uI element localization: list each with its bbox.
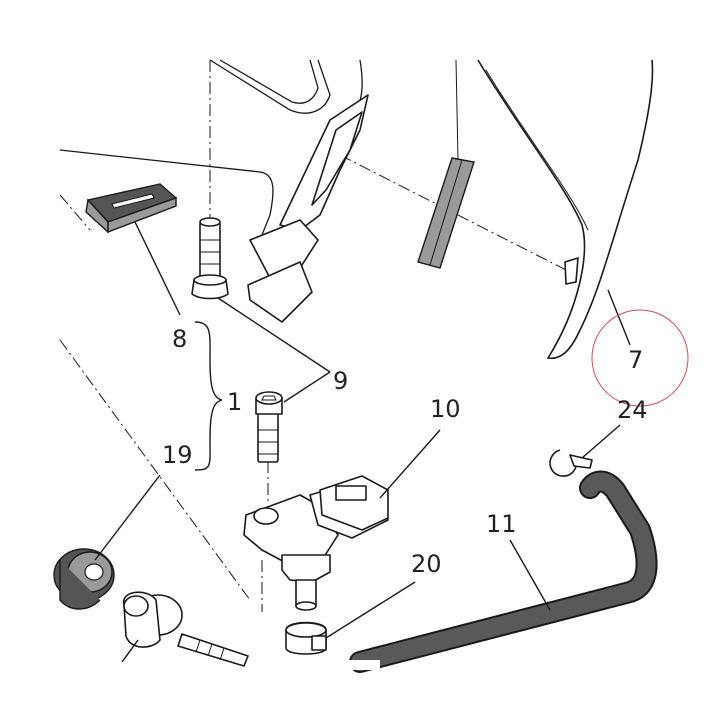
leader-11 [509,539,551,611]
callout-11: 11 [486,510,517,538]
axis-line-panel [339,154,571,273]
panel-clip [564,257,579,285]
axis-line-grommet [59,339,251,601]
grommet-hole [84,563,104,581]
leader-7 [607,289,631,346]
callout-8: 8 [172,325,187,353]
callout-9: 9 [333,367,348,395]
hose-body [351,472,656,671]
part-10-sensor [243,475,389,611]
frame-bracket [59,59,369,323]
axis-line-pad-8 [59,194,91,231]
hose-outline [349,470,658,673]
callout-20: 20 [411,550,442,578]
frame-upper-left-curve [209,59,331,114]
highlight-circle [591,309,689,407]
clamp-tab [311,635,327,651]
leader-8 [134,221,181,316]
part-7-side-panel [455,59,654,360]
part-9-screw-lower [255,391,283,463]
screw-tip-upper [199,217,221,227]
part-24-clip [549,449,593,477]
callout-24: 24 [617,396,648,424]
sensor-base [281,554,331,583]
screw-shank-upper [199,221,221,281]
callout-1: 1 [227,388,242,416]
grommet-strip-groove [429,159,463,266]
frame-long-edge [59,149,274,236]
spacer-and-bolt [123,591,249,667]
bracket-plate-lower [247,261,313,323]
sensor-mount-hole [253,507,279,525]
leader-lines [94,221,631,663]
leader-20 [325,581,416,639]
bracket-arm-inner [311,111,363,206]
panel-outline [477,59,654,360]
leader-9a [217,297,331,373]
leader-24 [581,424,621,459]
clip-tab [569,454,593,469]
leader-spacer [121,639,139,663]
part-20-clamp [285,621,327,655]
pad-front [107,197,177,234]
sensor-connector-latch [335,485,367,501]
bolt-shank [177,633,249,667]
panel-edge-line [455,59,459,161]
callout-10: 10 [430,395,461,423]
callout-7: 7 [628,346,643,374]
grommet-strip [417,157,475,269]
callout-19: 19 [162,441,193,469]
leader-19 [94,474,161,561]
group-brace-1 [194,321,223,471]
leader-9b [283,371,331,403]
panel-inner-edge [485,69,589,231]
leader-10 [379,429,441,499]
screw-hex-socket [261,395,277,401]
callout-labels: 8 1 9 10 19 20 24 11 7 [162,325,648,578]
part-19-grommet [53,548,115,610]
pad-slot [111,193,155,209]
part-8-rubber-pad [85,183,178,234]
part-9-screw-upper [191,217,229,300]
part-11-hose [340,470,658,673]
frame-upper-left-inner [219,59,319,104]
